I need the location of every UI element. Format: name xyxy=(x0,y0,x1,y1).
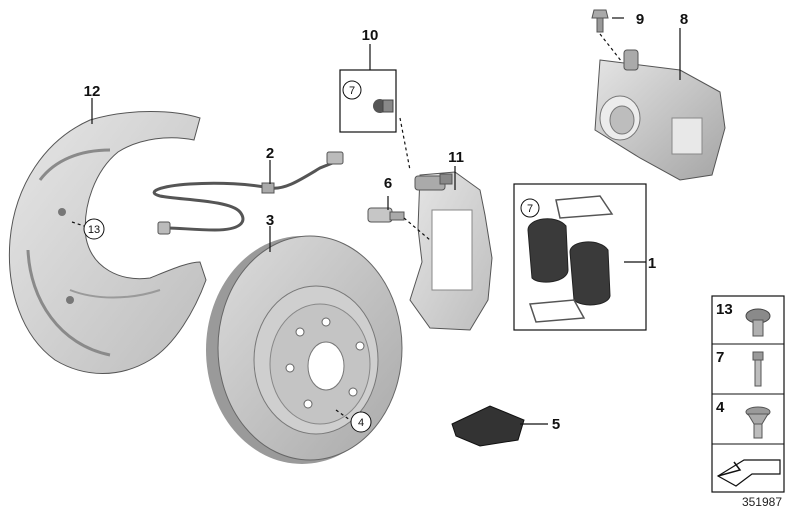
callout-10: 10 xyxy=(362,27,379,44)
callout-1: 1 xyxy=(648,255,656,272)
flange-bolt-icon xyxy=(745,308,771,337)
brake-disc-part xyxy=(206,235,403,464)
legend-label-7: 7 xyxy=(716,349,724,366)
document-id: 351987 xyxy=(742,495,782,509)
guide-bolt-part xyxy=(367,207,405,223)
grease-pack-part xyxy=(451,405,525,447)
circled-callout-13: 13 xyxy=(83,218,105,240)
wear-sensor-part xyxy=(152,151,344,235)
callout-5: 5 xyxy=(552,416,560,433)
circled-callout-7-box1: 7 xyxy=(520,198,540,218)
circled-callout-7-box10: 7 xyxy=(342,80,362,100)
callout-12: 12 xyxy=(84,83,101,100)
svg-text:7: 7 xyxy=(349,85,355,97)
circled-callout-4: 4 xyxy=(350,411,372,433)
fastener-legend: 13 7 4 xyxy=(711,295,785,493)
countersunk-bolt-icon xyxy=(745,406,771,439)
legend-label-4: 4 xyxy=(716,399,725,416)
brake-caliper-part xyxy=(594,49,726,181)
callout-3: 3 xyxy=(266,212,274,229)
arrow-icon xyxy=(716,459,781,487)
caliper-carrier-part xyxy=(409,171,493,331)
svg-text:7: 7 xyxy=(527,203,533,215)
callout-6: 6 xyxy=(384,175,392,192)
guide-bolt-box xyxy=(339,69,397,133)
dust-shield-part xyxy=(8,111,207,374)
callout-2: 2 xyxy=(266,145,274,162)
callout-11: 11 xyxy=(448,149,464,166)
caliper-bolt-part xyxy=(591,9,609,33)
callout-9: 9 xyxy=(636,11,644,28)
legend-label-13: 13 xyxy=(716,301,733,318)
svg-text:4: 4 xyxy=(358,417,364,429)
svg-text:13: 13 xyxy=(88,224,100,236)
callout-8: 8 xyxy=(680,11,688,28)
bolt-icon xyxy=(752,351,764,387)
